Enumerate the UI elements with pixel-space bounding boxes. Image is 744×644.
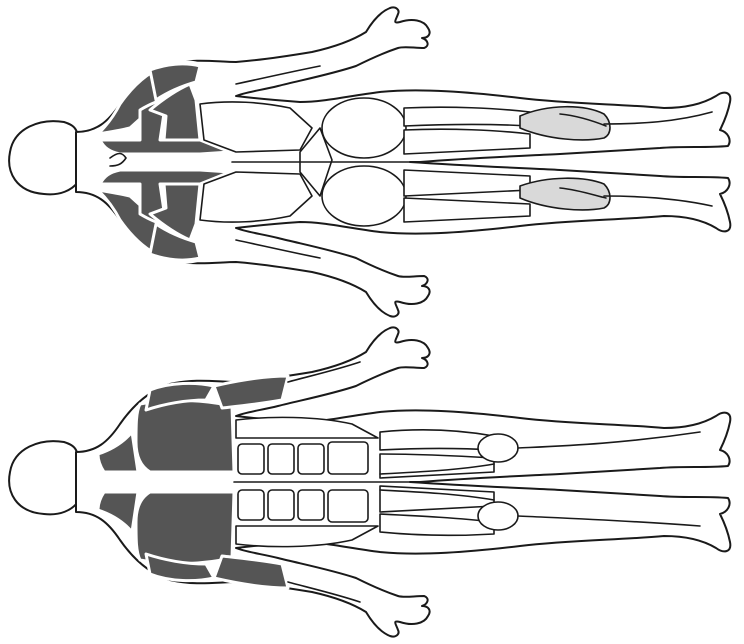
anterior-figure	[9, 327, 730, 636]
ab-segment	[298, 490, 324, 520]
anterior-pectoral-right	[136, 492, 234, 564]
posterior-gluteus-left	[322, 98, 406, 158]
anterior-quad-left-a	[380, 430, 494, 450]
anterior-pectoral-left	[136, 400, 234, 472]
ab-segment	[298, 444, 324, 474]
anterior-knee-left	[478, 434, 518, 462]
posterior-gluteus-right	[322, 166, 406, 226]
posterior-figure	[9, 7, 730, 316]
ab-segment	[328, 442, 368, 474]
ab-segment	[328, 490, 368, 522]
anterior-knee-right	[478, 502, 518, 530]
ab-segment	[268, 490, 294, 520]
ab-segment	[268, 444, 294, 474]
ab-segment	[238, 490, 264, 520]
posterior-hamstring-left-a	[404, 107, 530, 126]
ab-segment	[238, 444, 264, 474]
